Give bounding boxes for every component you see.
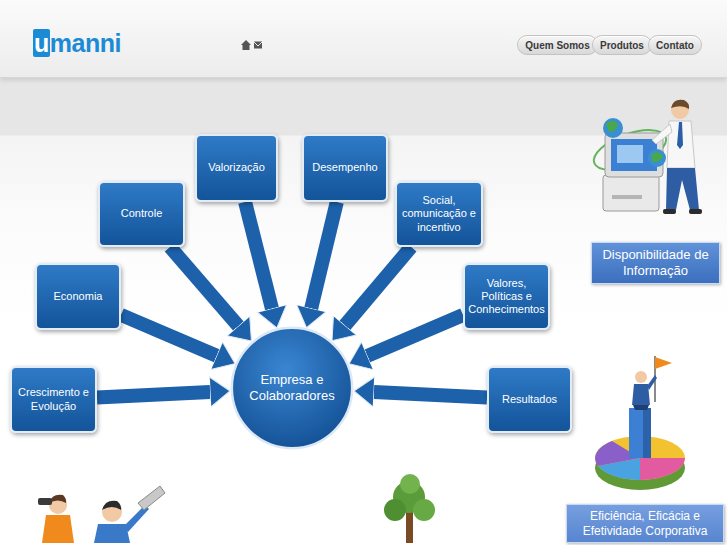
text-holder: Economia — [54, 290, 103, 303]
tree-leaves — [413, 499, 435, 521]
tree-illustration — [384, 474, 435, 543]
pie-chart-illustration — [595, 356, 685, 490]
mail-flap — [254, 42, 262, 46]
node-text: Produtos — [600, 40, 644, 51]
nav-button: Contato — [648, 35, 702, 55]
text-holder: Controle — [121, 207, 163, 220]
arrow-connector — [97, 392, 210, 397]
arrow-connector — [311, 202, 337, 308]
text-holder: Quem Somos — [525, 40, 589, 51]
node-text: Contato — [656, 40, 694, 51]
node-text: Eficiência, Eficácia e Efetividade Corpo… — [572, 509, 718, 538]
text-holder: Eficiência, Eficácia e Efetividade Corpo… — [572, 509, 718, 538]
screen-window — [617, 145, 643, 163]
logo: umanni — [33, 31, 121, 56]
text-holder: Produtos — [600, 40, 644, 51]
text-holder: Crescimento e Evolução — [16, 386, 91, 412]
text-holder: Empresa e Colaboradores — [242, 372, 342, 403]
node-text: Controle — [121, 207, 163, 220]
callout-box: Crescimento e Evolução — [10, 366, 97, 433]
globe — [648, 149, 666, 167]
person-hair — [102, 501, 121, 510]
info-banner: Disponibilidade de Informação — [591, 242, 720, 284]
man-legs — [633, 405, 649, 410]
arrow-connector — [245, 202, 272, 308]
globe-land — [651, 152, 663, 162]
node-text: Disponibilidade de Informação — [597, 247, 714, 278]
telescope — [138, 486, 165, 510]
callout-box: Social, comunicação e incentivo — [395, 181, 483, 247]
node-text: Empresa e Colaboradores — [242, 372, 342, 403]
arrow-connector — [374, 392, 487, 397]
man-shoe — [663, 209, 676, 214]
tree-trunk — [406, 512, 413, 543]
man-tie — [677, 122, 683, 149]
globe-land — [606, 121, 618, 132]
tree-leaves — [400, 474, 420, 494]
computer-illustration — [589, 100, 702, 214]
arrow-connector — [367, 315, 463, 356]
info-banner: Eficiência, Eficácia e Efetividade Corpo… — [566, 504, 724, 543]
man-arm — [647, 375, 657, 390]
man-head — [635, 371, 647, 383]
circle-outline — [232, 328, 352, 448]
orbit — [589, 122, 671, 178]
flag — [655, 357, 672, 369]
node-text: Social, comunicação e incentivo — [401, 194, 477, 234]
man-shoe — [689, 209, 702, 214]
nav-button: Quem Somos — [517, 35, 598, 55]
node-text: Crescimento e Evolução — [16, 386, 91, 412]
callout-box: Valores, Políticas e Conhecimentos — [463, 263, 550, 330]
node-text: Valorização — [208, 161, 265, 174]
callout-box: Economia — [35, 263, 121, 330]
globe — [603, 118, 623, 138]
callout-box: Resultados — [487, 366, 572, 433]
nav-button: Produtos — [592, 35, 652, 55]
mail-body — [254, 42, 262, 49]
callout-box: Valorização — [195, 134, 278, 202]
text-holder: Contato — [656, 40, 694, 51]
pedestal-shade — [643, 408, 651, 458]
mail-icon — [254, 42, 262, 49]
text-holder: Valorização — [208, 161, 265, 174]
man-hair — [671, 100, 689, 109]
text-holder: Desempenho — [312, 161, 377, 174]
pedestal — [629, 408, 651, 458]
arrow-connector — [121, 315, 217, 356]
person-body — [42, 515, 74, 543]
arrow-connector — [170, 247, 238, 326]
man-body — [632, 384, 650, 405]
pie-wedge — [640, 458, 685, 480]
text-holder: Disponibilidade de Informação — [597, 247, 714, 278]
home-roof — [241, 40, 251, 45]
text-holder: Valores, Políticas e Conhecimentos — [468, 277, 544, 317]
tree-leaves — [384, 499, 406, 521]
callout-box: Controle — [98, 181, 185, 247]
home-icon — [241, 40, 251, 50]
binoculars — [38, 498, 52, 505]
binocular-people-illustration — [38, 486, 165, 543]
hub-circle: Empresa e Colaboradores — [230, 326, 354, 450]
text-holder: Resultados — [502, 393, 557, 406]
man-arm — [652, 124, 672, 144]
node-text: Resultados — [502, 393, 557, 406]
node-text: Quem Somos — [525, 40, 589, 51]
node-text: Economia — [54, 290, 103, 303]
pc-base — [603, 175, 659, 211]
home-body — [243, 45, 250, 50]
pc-slot — [612, 195, 642, 199]
node-text: Desempenho — [312, 161, 377, 174]
man-legs — [666, 168, 699, 210]
callout-box: Desempenho — [302, 134, 388, 202]
arrow-connector — [345, 247, 411, 325]
node-text: Valores, Políticas e Conhecimentos — [468, 277, 544, 317]
text-holder: Social, comunicação e incentivo — [401, 194, 477, 234]
